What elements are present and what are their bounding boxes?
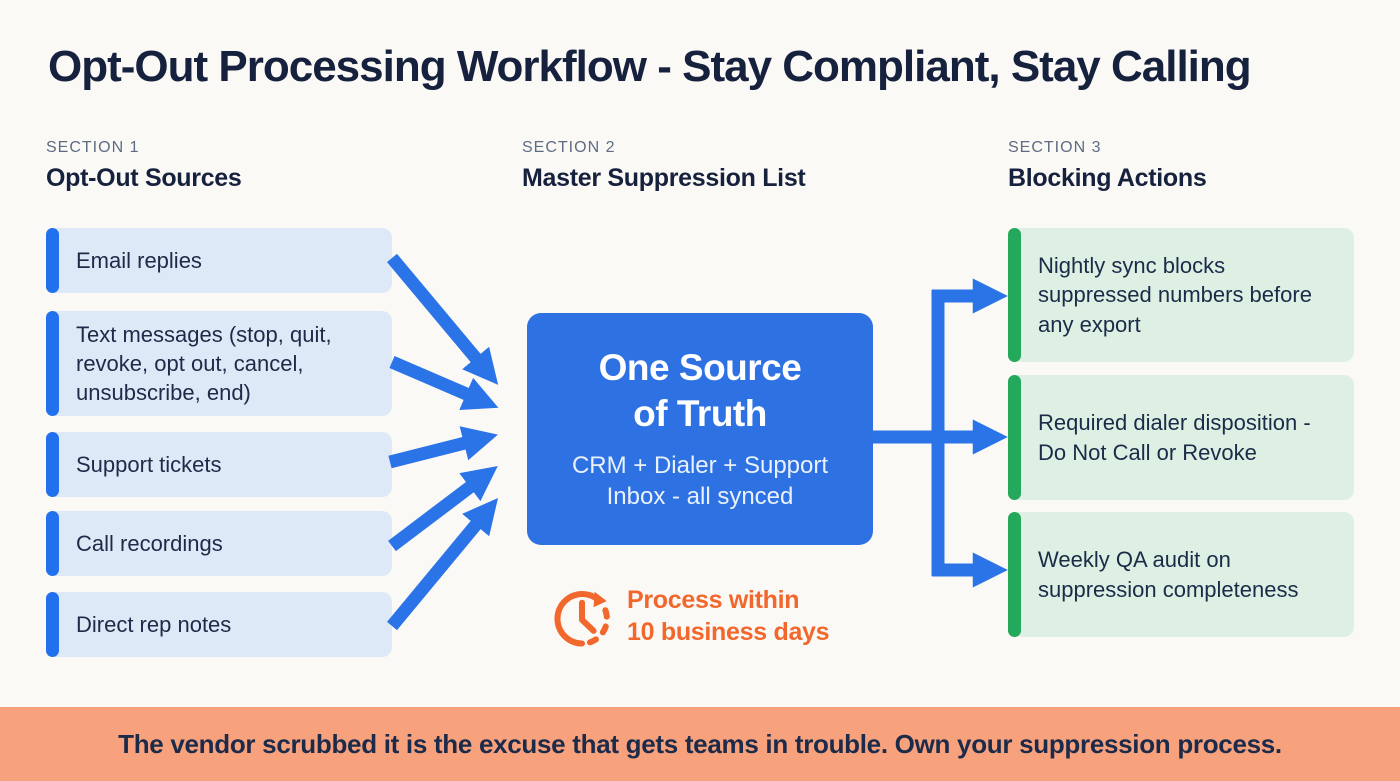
center-box-title: One Source of Truth bbox=[599, 345, 802, 437]
source-label: Direct rep notes bbox=[76, 611, 232, 637]
action-label: Nightly sync blocks suppressed numbers b… bbox=[1038, 253, 1312, 337]
source-card-direct-rep-notes: Direct rep notes bbox=[46, 592, 392, 657]
arrow-email-to-center bbox=[387, 253, 499, 385]
process-line2: 10 business days bbox=[627, 618, 830, 646]
accent-bar bbox=[1008, 375, 1021, 500]
action-card-weekly-qa-audit: Weekly QA audit on suppression completen… bbox=[1008, 512, 1354, 637]
action-label: Required dialer disposition - Do Not Cal… bbox=[1038, 410, 1311, 465]
source-label: Email replies bbox=[76, 247, 202, 273]
source-card-text-messages: Text messages (stop, quit, revoke, opt o… bbox=[46, 311, 392, 416]
accent-bar bbox=[46, 228, 59, 293]
source-label: Support tickets bbox=[76, 451, 222, 477]
section-3-kicker: SECTION 3 bbox=[1008, 139, 1102, 156]
section-2-kicker: SECTION 2 bbox=[522, 139, 616, 156]
accent-bar bbox=[1008, 228, 1021, 362]
banner-text: The vendor scrubbed it is the excuse tha… bbox=[118, 728, 1282, 759]
bottom-banner: The vendor scrubbed it is the excuse tha… bbox=[0, 707, 1400, 781]
accent-bar bbox=[46, 311, 59, 416]
one-source-of-truth-box: One Source of Truth CRM + Dialer + Suppo… bbox=[527, 313, 873, 545]
section-1-title: Opt-Out Sources bbox=[46, 164, 242, 192]
section-2-title: Master Suppression List bbox=[522, 164, 806, 192]
page-title: Opt-Out Processing Workflow - Stay Compl… bbox=[48, 42, 1252, 91]
source-label: Text messages (stop, quit, revoke, opt o… bbox=[76, 321, 332, 406]
source-card-support-tickets: Support tickets bbox=[46, 432, 392, 497]
section-1-kicker: SECTION 1 bbox=[46, 139, 140, 156]
action-card-nightly-sync: Nightly sync blocks suppressed numbers b… bbox=[1008, 228, 1354, 362]
center-title-line2: of Truth bbox=[633, 393, 767, 435]
arrow-tickets-to-center bbox=[388, 426, 498, 469]
accent-bar bbox=[1008, 512, 1021, 637]
center-box-subtitle: CRM + Dialer + Support Inbox - all synce… bbox=[571, 452, 829, 510]
section-1-header: SECTION 1 Opt-Out Sources bbox=[46, 139, 242, 193]
action-label: Weekly QA audit on suppression completen… bbox=[1038, 547, 1299, 602]
source-card-call-recordings: Call recordings bbox=[46, 511, 392, 576]
accent-bar bbox=[46, 511, 59, 576]
section-3-header: SECTION 3 Blocking Actions bbox=[1008, 139, 1207, 193]
arrow-recordings-to-center bbox=[388, 466, 498, 552]
process-deadline-text: Process within 10 business days bbox=[627, 584, 830, 649]
section-3-title: Blocking Actions bbox=[1008, 164, 1207, 192]
process-line1: Process within bbox=[627, 585, 800, 614]
clock-icon bbox=[554, 590, 610, 647]
arrow-text-to-center bbox=[389, 356, 499, 411]
accent-bar bbox=[46, 592, 59, 657]
source-label: Call recordings bbox=[76, 530, 223, 556]
process-deadline-note: Process within 10 business days bbox=[549, 583, 830, 649]
center-title-line1: One Source bbox=[598, 347, 802, 389]
section-2-header: SECTION 2 Master Suppression List bbox=[522, 139, 806, 193]
accent-bar bbox=[46, 432, 59, 497]
arrow-notes-to-center bbox=[386, 498, 499, 631]
source-card-email-replies: Email replies bbox=[46, 228, 392, 293]
action-card-dialer-disposition: Required dialer disposition - Do Not Cal… bbox=[1008, 375, 1354, 500]
